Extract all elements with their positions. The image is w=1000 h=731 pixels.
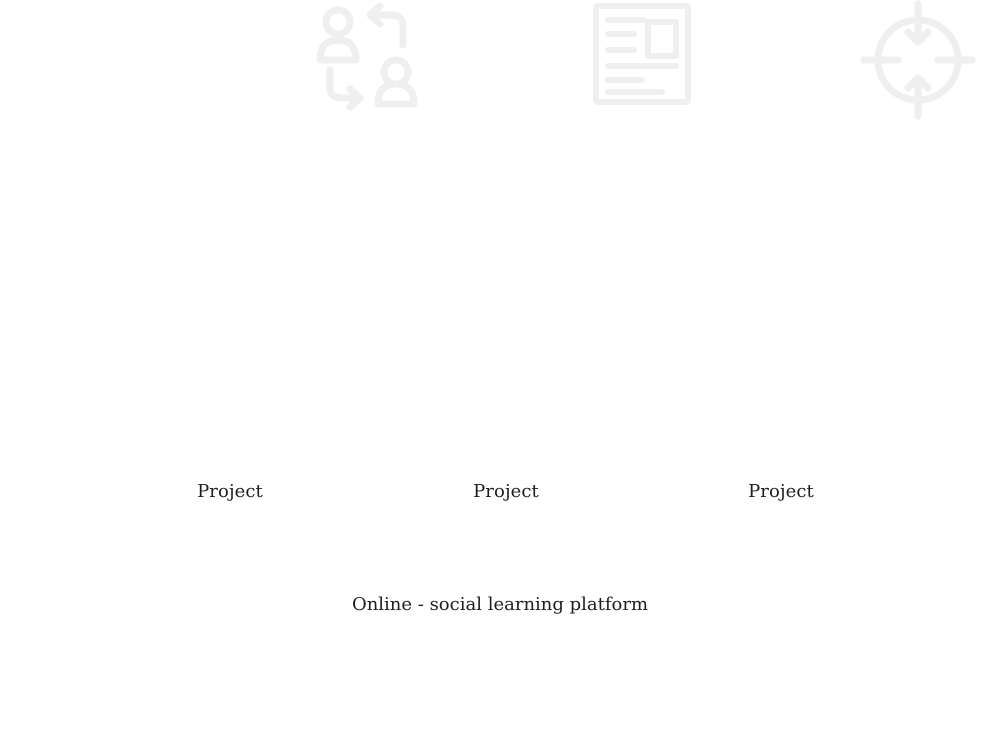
platform-title: Online - social learning platform <box>351 594 649 615</box>
user-exchange-icon <box>308 0 428 120</box>
document-layout-icon <box>582 0 702 120</box>
project-link-3[interactable]: Project <box>748 481 814 502</box>
project-link-1[interactable]: Project <box>197 481 263 502</box>
target-crosshair-icon <box>858 0 978 120</box>
project-link-2[interactable]: Project <box>473 481 539 502</box>
